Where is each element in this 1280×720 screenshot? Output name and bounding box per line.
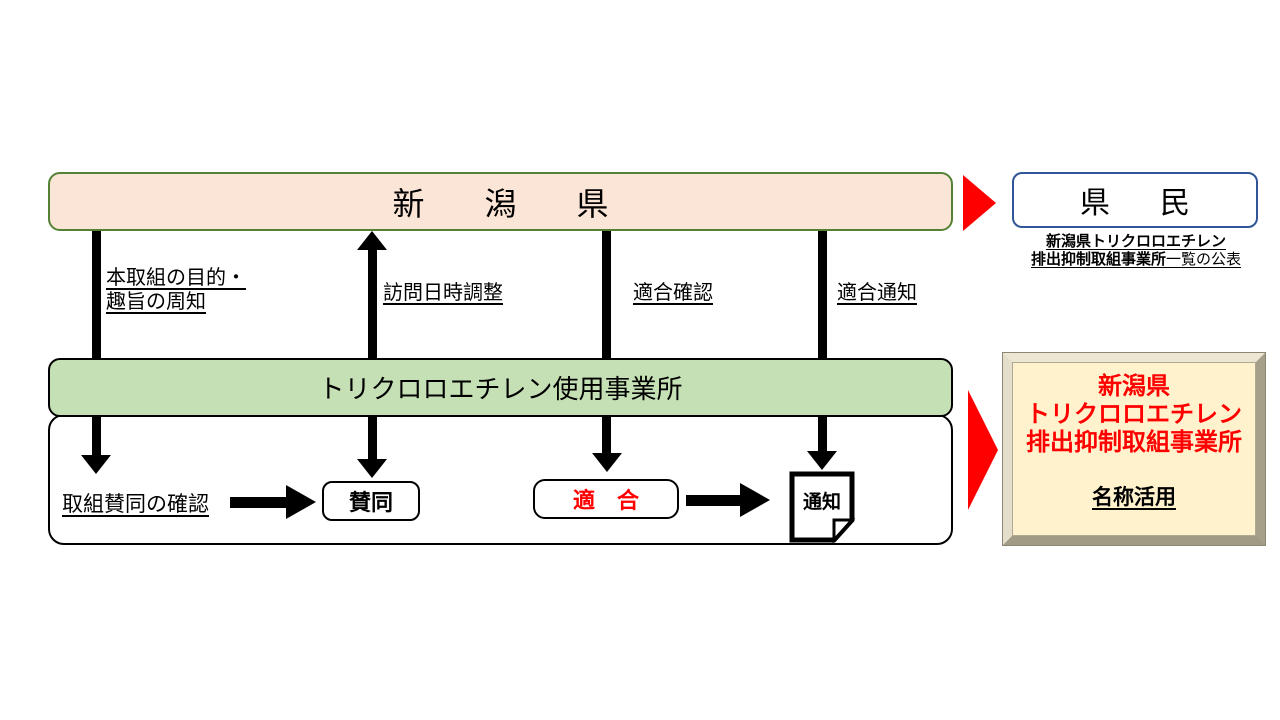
prefecture-bar: 新 潟 県 xyxy=(48,172,953,231)
down-arrow-head-purpose xyxy=(81,455,111,474)
label-conformity-notice: 適合通知 xyxy=(837,282,917,304)
plaque-line1: 新潟県 xyxy=(1098,373,1170,400)
down-arrow-head-agreement xyxy=(357,459,387,478)
label-visit-schedule: 訪問日時調整 xyxy=(383,282,503,304)
down-arrow-shaft-notice xyxy=(818,231,827,452)
red-arrow-right-tall-icon xyxy=(968,390,998,510)
prefecture-bar-label: 新 潟 県 xyxy=(392,185,623,222)
plaque-footer: 名称活用 xyxy=(1092,486,1176,509)
down-arrow-head-notice xyxy=(807,451,837,470)
down-arrow-head-check xyxy=(592,453,622,472)
right-arrow-shaft-2 xyxy=(686,495,740,506)
right-arrow-head-1 xyxy=(286,485,316,519)
document-icon xyxy=(788,470,856,544)
up-arrow-head-visit xyxy=(357,231,387,250)
label-purpose-line1: 本取組の目的・ xyxy=(106,267,246,289)
facility-bar: トリクロロエチレン使用事業所 xyxy=(48,358,953,417)
right-arrow-head-2 xyxy=(740,483,770,517)
agreement-box: 賛同 xyxy=(322,481,420,521)
up-arrow-shaft-visit xyxy=(368,248,377,358)
citizens-caption-line2-name: 排出抑制取組事業所 xyxy=(1030,251,1166,268)
label-agreement-check: 取組賛同の確認 xyxy=(62,493,209,516)
down-arrow-shaft-agreement xyxy=(368,415,377,460)
label-purpose-line2: 趣旨の周知 xyxy=(106,291,206,313)
label-conformity-check: 適合確認 xyxy=(633,282,713,304)
citizens-box: 県 民 xyxy=(1012,172,1258,228)
plaque-line3: 排出抑制取組事業所 xyxy=(1026,429,1242,456)
plaque-line2: トリクロロエチレン xyxy=(1026,401,1242,428)
label-purpose: 本取組の目的・ 趣旨の周知 xyxy=(106,266,246,314)
citizens-caption-line2-rest: 一覧の公表 xyxy=(1166,251,1242,268)
plaque-inner: 新潟県 トリクロロエチレン 排出抑制取組事業所 名称活用 xyxy=(1012,362,1256,536)
citizens-caption-line1: 新潟県トリクロロエチレン xyxy=(1045,233,1226,250)
conformity-box: 適 合 xyxy=(533,479,679,519)
red-arrow-right-icon xyxy=(963,175,996,231)
right-arrow-shaft-1 xyxy=(230,497,286,508)
citizens-box-label: 県 民 xyxy=(1080,187,1200,220)
citizens-caption: 新潟県トリクロロエチレン 排出抑制取組事業所一覧の公表 xyxy=(1000,233,1272,269)
document-label: 通知 xyxy=(802,492,841,513)
down-arrow-shaft-purpose xyxy=(92,231,101,456)
facility-bar-label: トリクロロエチレン使用事業所 xyxy=(318,374,683,404)
down-arrow-shaft-check xyxy=(602,231,611,454)
registered-facility-plaque: 新潟県 トリクロロエチレン 排出抑制取組事業所 名称活用 xyxy=(1003,353,1265,545)
